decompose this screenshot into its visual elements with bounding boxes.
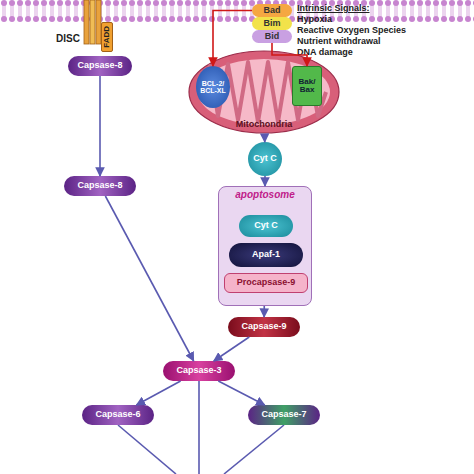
protein-pill: Bid [252, 30, 292, 43]
caspase-oval: Capsase-8 [64, 176, 136, 196]
node-text: BCL-2/ BCL-XL [196, 80, 230, 95]
mitochondrion: Mitochondria BCL-2/ BCL-XL Bak/ Bax [188, 50, 340, 134]
node-text: Cyt C [253, 154, 277, 163]
caspase-oval: Capsase-9 [228, 317, 300, 337]
node-text: Bad [263, 6, 280, 15]
node-text: Capsase-7 [261, 410, 306, 419]
protein-pill: Bim [252, 17, 292, 30]
protein-oval: BCL-2/ BCL-XL [196, 66, 230, 108]
node-text: Apaf-1 [252, 250, 280, 259]
node-text: Mitochondria [236, 120, 293, 129]
cytochrome-circle: Cyt C [248, 142, 282, 176]
label-text: Intrinsic Signals: [297, 3, 370, 13]
connector-arrow [218, 381, 264, 405]
connector-arrow [264, 176, 266, 186]
connector-arrow [264, 134, 266, 142]
connector-arrow [105, 196, 193, 361]
outer-membrane [189, 51, 339, 133]
label-text: DNA damage [297, 47, 353, 57]
leader-lines [118, 381, 284, 474]
node-text: Bid [265, 32, 280, 41]
caspase-oval: Capsase-6 [82, 405, 154, 425]
caspase-oval: Capsase-7 [248, 405, 320, 425]
caspase-oval: Capsase-8 [68, 56, 132, 76]
connector-arrow [99, 76, 101, 176]
adaptor-box: FADD [101, 22, 113, 52]
label-text: Hypoxia [297, 14, 332, 24]
node-text: Capsase-8 [77, 181, 122, 190]
protein-oval: Apaf-1 [229, 243, 303, 267]
node-text: apoptosome [235, 190, 294, 201]
label-text: Nutrient withdrawal [297, 36, 381, 46]
label-text: DISC [56, 33, 80, 44]
node-text: Capsase-3 [176, 366, 221, 375]
node-text: Procapsase-9 [237, 278, 296, 287]
node-text: Bim [263, 19, 280, 28]
protein-pill: Bad [252, 4, 292, 17]
node-text: FADD [103, 26, 111, 48]
cytochrome-oval: Cyt C [239, 215, 293, 237]
node-text: Bak/ Bax [293, 78, 321, 95]
node-text: Cyt C [254, 221, 278, 230]
death-receptor [84, 0, 101, 44]
connector-arrow [263, 306, 265, 317]
connector-arrow [214, 337, 249, 361]
cell-membrane [0, 0, 474, 22]
node-text: Capsase-6 [95, 410, 140, 419]
complex-box: apoptosomeCyt C Apaf-1Procapsase-9 [218, 186, 312, 306]
caspase-oval: Capsase-3 [163, 361, 235, 381]
label-text: Reactive Oxygen Species [297, 25, 406, 35]
node-text: Capsase-8 [77, 61, 122, 70]
procaspase-box: Procapsase-9 [224, 273, 308, 293]
connector-arrow [136, 381, 180, 405]
protein-box: Bak/ Bax [292, 66, 322, 106]
node-text: Capsase-9 [241, 322, 286, 331]
